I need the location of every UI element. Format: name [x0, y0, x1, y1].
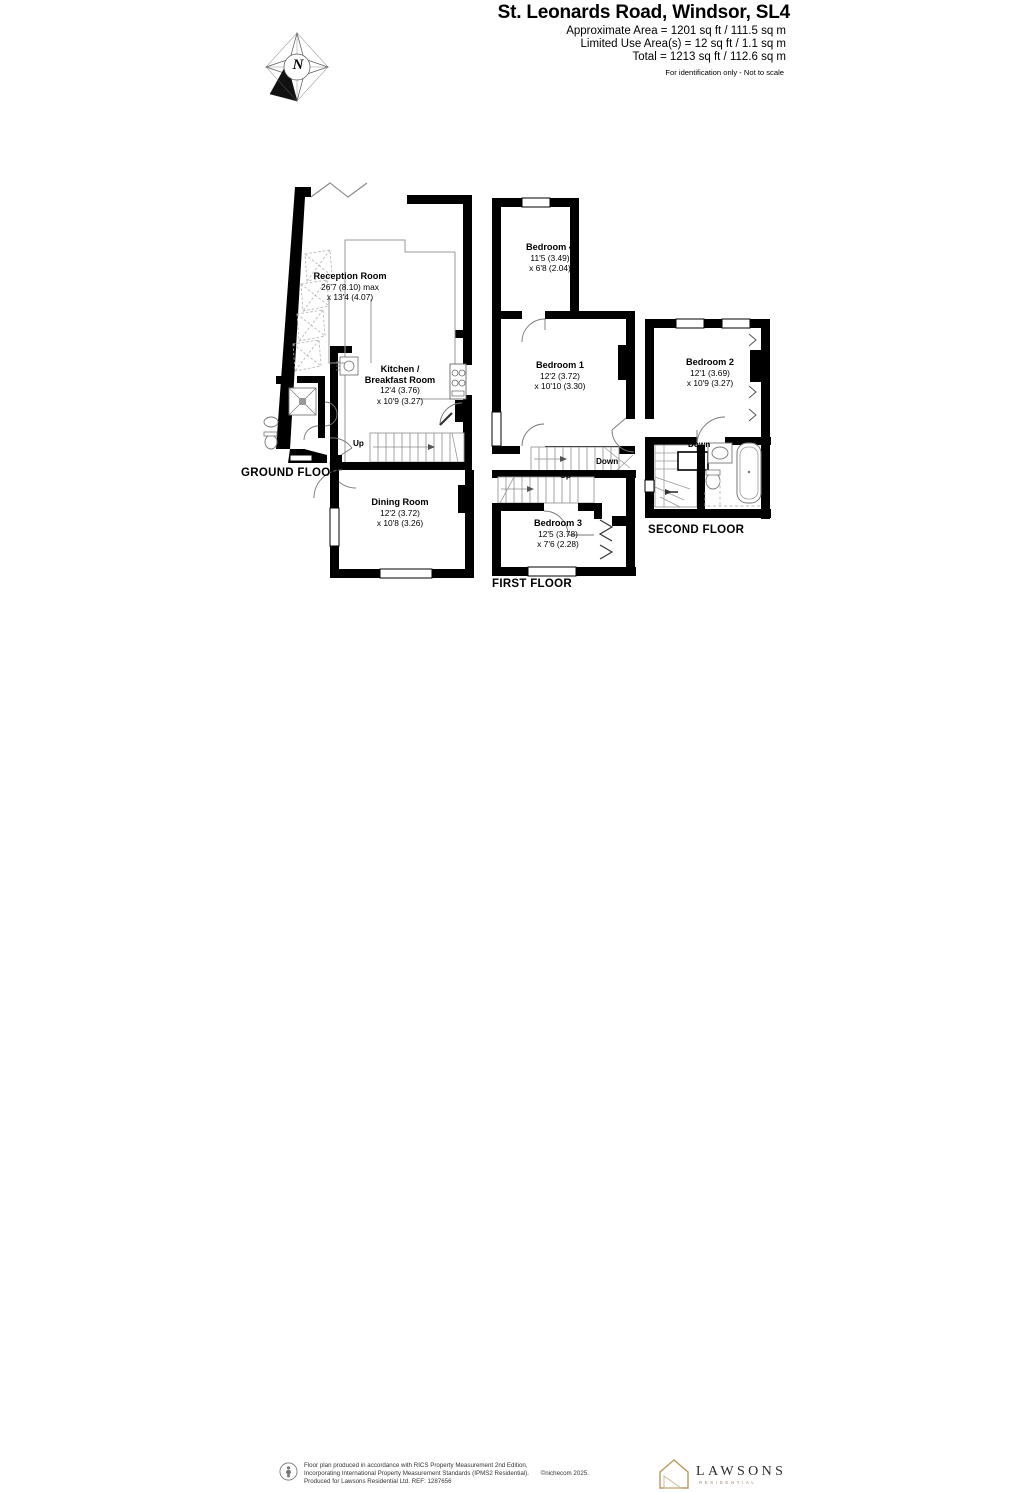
footer-line-3: Produced for Lawsons Residential Ltd. RE… [304, 1477, 452, 1485]
floorplan-drawing [263, 182, 771, 579]
lawsons-subtitle: RESIDENTIAL [699, 1480, 757, 1485]
dining-room-dim1: 12'2 (3.72) [380, 507, 420, 518]
stair-label-ground-up: Up [353, 439, 364, 448]
bedroom2-dim2: x 10'9 (3.27) [686, 378, 734, 389]
bedroom3-dim2: x 7'6 (2.28) [537, 539, 579, 550]
room-label-bedroom-1: Bedroom 1 12'2 (3.72) x 10'10 (3.30) [480, 360, 640, 392]
reception-room-dim2: x 13'4 (4.07) [326, 292, 374, 303]
bedroom3-name: Bedroom 3 [534, 518, 582, 528]
room-label-dining-room: Dining Room 12'2 (3.72) x 10'8 (3.26) [330, 497, 470, 529]
stair-label-second-down: Down [688, 440, 711, 449]
limited-use-area: Limited Use Area(s) = 12 sq ft / 1.1 sq … [580, 37, 787, 50]
footer-disclaimer: Floor plan produced in accordance with R… [304, 1462, 589, 1486]
stair-label-first-up: Up [560, 471, 571, 480]
bedroom1-name: Bedroom 1 [536, 360, 584, 370]
bedroom4-name: Bedroom 4 [526, 242, 574, 252]
area-summary: Approximate Area = 1201 sq ft / 111.5 sq… [0, 25, 786, 64]
room-label-reception-room: Reception Room 26'7 (8.10) max x 13'4 (4… [255, 271, 445, 303]
reception-room-dim1: 26'7 (8.10) max [321, 281, 379, 292]
footer: Floor plan produced in accordance with R… [0, 726, 1024, 1489]
first-floor-plan [491, 197, 636, 577]
bedroom2-name: Bedroom 2 [686, 357, 734, 367]
room-label-bedroom-2: Bedroom 2 12'1 (3.69) x 10'9 (3.27) [640, 357, 780, 389]
footer-line-2: Incorporating International Property Mea… [304, 1469, 529, 1477]
compass-north-label: N [292, 57, 304, 73]
lawsons-wordmark: LAWSONS [696, 1464, 787, 1479]
ground-floor-plan [263, 182, 474, 579]
kitchen-dim2: x 10'9 (3.27) [376, 395, 424, 406]
bedroom4-dim1: 11'5 (3.49) [530, 252, 570, 263]
bedroom3-dim1: 12'5 (3.78) [538, 528, 578, 539]
room-label-bedroom-4: Bedroom 4 11'5 (3.49) x 6'8 (2.04) [470, 242, 630, 274]
page-title: St. Leonards Road, Windsor, SL4 [497, 2, 791, 23]
bedroom1-dim1: 12'2 (3.72) [540, 370, 580, 381]
approximate-area: Approximate Area = 1201 sq ft / 111.5 sq… [566, 25, 786, 37]
total-area: Total = 1213 sq ft / 112.6 sq m [632, 50, 786, 63]
kitchen-dim1: 12'4 (3.76) [380, 385, 420, 396]
floor-label-second: SECOND FLOOR [648, 524, 745, 536]
dining-room-dim2: x 10'8 (3.26) [376, 518, 424, 529]
footer-line-2-wrap: Incorporating International Property Mea… [304, 1470, 589, 1478]
room-label-kitchen-breakfast-room: Kitchen / Breakfast Room 12'4 (3.76) x 1… [330, 364, 470, 406]
reception-room-name: Reception Room [313, 271, 387, 281]
second-floor-plan [644, 318, 771, 519]
footer-line-1: Floor plan produced in accordance with R… [304, 1462, 528, 1469]
dining-room-name: Dining Room [371, 497, 429, 507]
identification-notice: For identification only - Not to scale [665, 68, 784, 77]
room-label-bedroom-3: Bedroom 3 12'5 (3.78) x 7'6 (2.28) [478, 518, 638, 550]
surveyor-person-icon [279, 1462, 298, 1481]
stair-label-first-down: Down [596, 457, 619, 466]
kitchen-name-line2: Breakfast Room [364, 374, 436, 385]
footer-copyright: ©nichecom 2025. [540, 1469, 589, 1477]
bedroom2-dim1: 12'1 (3.69) [690, 367, 730, 378]
bedroom1-dim2: x 10'10 (3.30) [534, 381, 586, 392]
bedroom4-dim2: x 6'8 (2.04) [529, 263, 571, 274]
floor-label-first: FIRST FLOOR [492, 578, 572, 590]
kitchen-name-line1: Kitchen / [380, 364, 420, 374]
floor-label-ground: GROUND FLOOR [241, 467, 340, 479]
